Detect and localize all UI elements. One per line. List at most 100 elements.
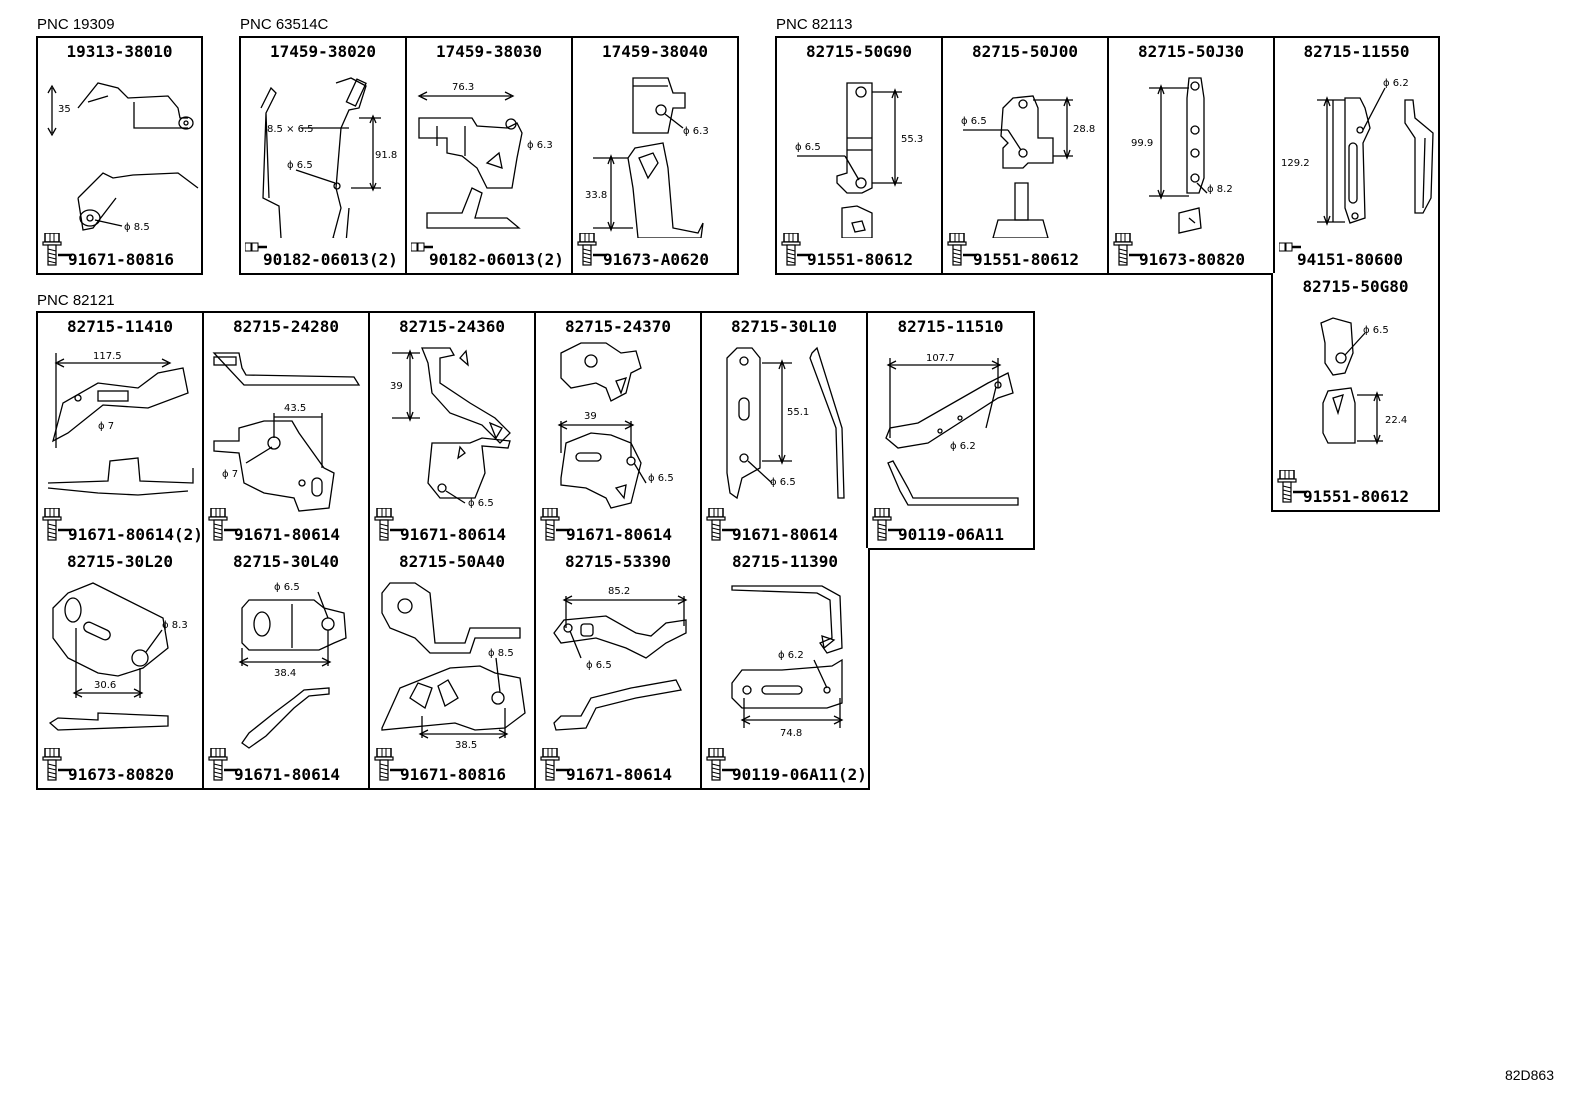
part-number: 19313-38010 (66, 42, 173, 61)
dim-label: 38.5 (455, 740, 477, 751)
pnc-label-19309: PNC 19309 (37, 16, 115, 33)
hardware-part-number: 91671-80816 (68, 250, 174, 269)
hardware-part-number: 91673-A0620 (603, 250, 709, 269)
part-cell[interactable]: 82715-11390 ϕ 6.2 74.8 90119-06A11(2) (702, 548, 868, 788)
part-number: 82715-50A40 (399, 552, 505, 571)
dim-label: ϕ 6.5 (961, 116, 987, 127)
part-number: 82715-24280 (233, 317, 339, 336)
bracket-drawing: 117.5 ϕ 7 (47, 351, 194, 496)
dim-label: 8.5 × 6.5 (267, 124, 314, 135)
part-number: 17459-38030 (436, 42, 542, 61)
bracket-drawing: ϕ 6.5 55.3 (795, 82, 923, 238)
bracket-drawing: 107.7 ϕ 6.2 (885, 353, 1019, 506)
part-cell[interactable]: 82715-30L10 55.1 ϕ 6.5 91671-80614 (702, 313, 868, 548)
hardware-part-number: 91671-80614 (234, 765, 340, 784)
dim-label: 30.6 (94, 680, 116, 691)
bracket-drawing: 35 ϕ 8.5 (47, 82, 199, 233)
dim-label: ϕ 7 (222, 469, 238, 480)
part-number: 82715-50G90 (806, 42, 912, 61)
dim-label: 39 (390, 381, 403, 392)
part-number: 82715-50J30 (1138, 42, 1244, 61)
part-cell[interactable]: 82715-50J30 99.9 ϕ 8.2 91673-80820 (1109, 38, 1275, 273)
part-number: 82715-30L10 (731, 317, 837, 336)
group-pnc-82121-row2: 82715-30L20 ϕ 8.3 30.6 91673-80820 82715… (36, 548, 870, 790)
part-number: 82715-50J00 (972, 42, 1078, 61)
dim-label: 74.8 (780, 728, 802, 739)
part-cell[interactable]: 82715-30L40 ϕ 6.5 38.4 91671-80614 (204, 548, 370, 788)
part-cell[interactable]: 82715-24370 39 ϕ 6.5 91671-80614 (536, 313, 702, 548)
dim-label: 55.3 (901, 134, 923, 145)
part-cell[interactable]: 82715-11410 117.5 ϕ 7 91671-80614(2) (38, 313, 204, 548)
part-cell[interactable]: 82715-30L20 ϕ 8.3 30.6 91673-80820 (38, 548, 204, 788)
part-number: 82715-30L40 (233, 552, 339, 571)
dim-label: 99.9 (1131, 138, 1153, 149)
part-number: 82715-11390 (732, 552, 838, 571)
dim-label: ϕ 6.5 (648, 473, 674, 484)
part-number: 82715-50G80 (1302, 277, 1409, 296)
bracket-drawing: ϕ 6.5 28.8 (961, 95, 1095, 238)
hardware-part-number: 91671-80614 (234, 525, 340, 544)
dim-label: 28.8 (1073, 124, 1095, 135)
bracket-drawing: 8.5 × 6.5 91.8 ϕ 6.5 (260, 77, 397, 238)
dim-label: 35 (58, 104, 71, 115)
dim-label: 85.2 (608, 586, 630, 597)
part-cell[interactable]: 82715-11510 107.7 ϕ 6.2 90119-06A11 (868, 313, 1033, 548)
dim-label: 107.7 (926, 353, 955, 364)
dim-label: ϕ 6.3 (683, 126, 709, 137)
hardware-part-number: 91673-80820 (68, 765, 174, 784)
part-cell[interactable]: 17459-38030 76.3 ϕ 6.3 90182-06013(2) (407, 38, 573, 273)
bracket-drawing: 76.3 ϕ 6.3 (417, 82, 553, 229)
part-number: 17459-38040 (602, 42, 708, 61)
part-cell[interactable]: 82715-24280 43.5 ϕ 7 91671-80614 (204, 313, 370, 548)
part-cell[interactable]: 82715-50G90 ϕ 6.5 55.3 91551-80612 (777, 38, 943, 273)
part-cell[interactable]: 82715-11550 ϕ 6.2 129.2 94151-80600 (1275, 38, 1438, 273)
part-cell[interactable]: 17459-38040 ϕ 6.3 33.8 91673-A0620 (573, 38, 737, 273)
part-number: 82715-53390 (565, 552, 671, 571)
pnc-label-82113: PNC 82113 (776, 16, 853, 33)
dim-label: 55.1 (787, 407, 809, 418)
group-pnc-82113-extra: 82715-50G80 ϕ 6.5 22.4 91551-80612 (1271, 273, 1440, 512)
hardware-part-number: 91671-80614 (732, 525, 838, 544)
part-number: 82715-11550 (1303, 42, 1410, 61)
hardware-part-number: 91671-80816 (400, 765, 506, 784)
dim-label: ϕ 8.5 (488, 648, 514, 659)
dim-label: ϕ 6.5 (770, 477, 796, 488)
dim-label: ϕ 6.5 (468, 498, 494, 509)
dim-label: 91.8 (375, 150, 397, 161)
dim-label: 129.2 (1281, 158, 1310, 169)
part-cell[interactable]: 82715-50G80 ϕ 6.5 22.4 91551-80612 (1273, 273, 1438, 510)
bracket-drawing: ϕ 6.3 33.8 (585, 77, 709, 238)
hardware-part-number: 90119-06A11(2) (732, 765, 867, 784)
part-cell[interactable]: 19313-38010 35 ϕ 8.5 91671-80816 (38, 38, 201, 273)
dim-label: ϕ 6.2 (950, 441, 976, 452)
part-cell[interactable]: 17459-38020 8.5 × 6.5 91.8 ϕ 6.5 90182-0… (241, 38, 407, 273)
part-cell[interactable]: 82715-53390 85.2 ϕ 6.5 91671-80614 (536, 548, 702, 788)
pnc-label-63514c: PNC 63514C (240, 16, 329, 33)
part-cell[interactable]: 82715-50A40 ϕ 8.5 38.5 91671-80816 (370, 548, 536, 788)
part-cell[interactable]: 82715-50J00 ϕ 6.5 28.8 91551-80612 (943, 38, 1109, 273)
part-number: 82715-11410 (67, 317, 173, 336)
bracket-drawing: ϕ 6.5 38.4 (238, 582, 347, 749)
bracket-drawing: ϕ 8.3 30.6 (48, 582, 188, 731)
bracket-drawing: ϕ 8.5 38.5 (381, 582, 526, 751)
hardware-part-number: 91671-80614(2) (68, 525, 203, 544)
bracket-drawing: 39 ϕ 6.5 (390, 347, 511, 509)
bracket-drawing: ϕ 6.5 22.4 (1320, 317, 1407, 445)
part-number: 82715-30L20 (67, 552, 173, 571)
hardware-part-number: 91551-80612 (973, 250, 1079, 269)
dim-label: ϕ 8.2 (1207, 184, 1233, 195)
group-pnc-82121-row1: 82715-11410 117.5 ϕ 7 91671-80614(2) 827… (36, 311, 1035, 550)
dim-label: 43.5 (284, 403, 306, 414)
bracket-drawing: ϕ 6.2 74.8 (731, 585, 844, 739)
hardware-part-number: 90182-06013(2) (263, 250, 398, 269)
dim-label: ϕ 8.5 (124, 222, 150, 233)
bracket-drawing: 85.2 ϕ 6.5 (553, 586, 688, 731)
part-cell[interactable]: 82715-24360 39 ϕ 6.5 91671-80614 (370, 313, 536, 548)
dim-label: ϕ 6.5 (287, 160, 313, 171)
dim-label: ϕ 6.3 (527, 140, 553, 151)
group-pnc-82113: 82715-50G90 ϕ 6.5 55.3 91551-80612 82715… (775, 36, 1440, 275)
pnc-label-82121: PNC 82121 (37, 292, 115, 309)
hardware-part-number: 91673-80820 (1139, 250, 1245, 269)
dim-label: ϕ 6.5 (274, 582, 300, 593)
bracket-drawing: 55.1 ϕ 6.5 (726, 346, 845, 500)
